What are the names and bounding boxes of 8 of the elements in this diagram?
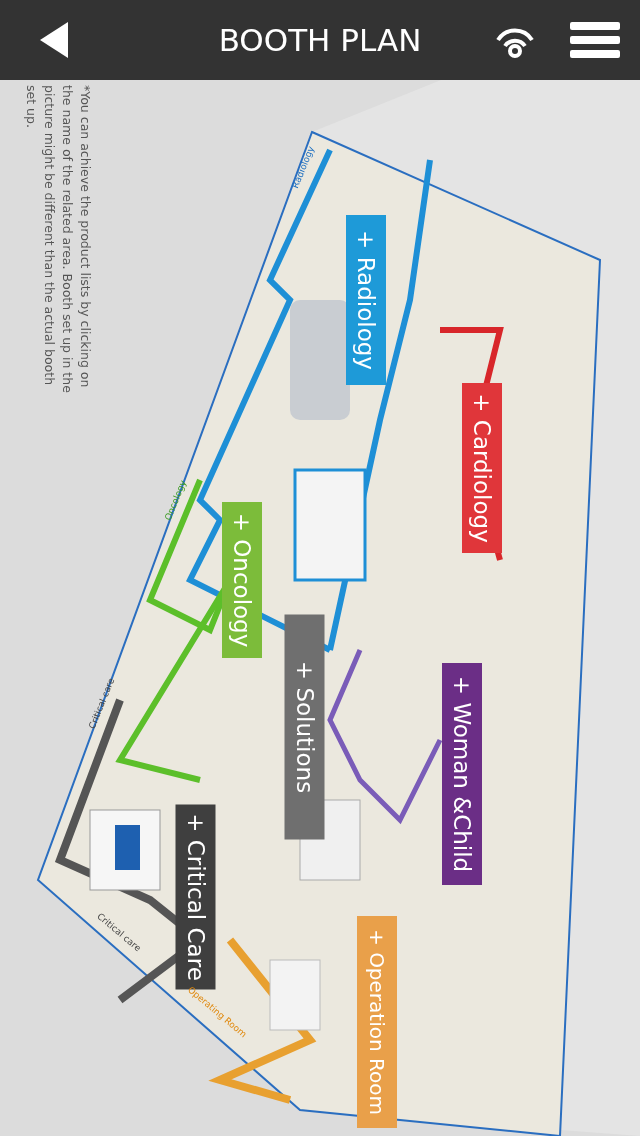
area-button: + Oncology bbox=[222, 502, 262, 658]
screen-title: BOOTH PLAN bbox=[217, 21, 423, 60]
area-button: + Radiology bbox=[346, 215, 386, 385]
area-button: + Solutions bbox=[284, 614, 324, 840]
area-button: + Cardiology bbox=[462, 383, 502, 553]
area-button: + Woman &Child bbox=[442, 663, 482, 885]
area-button: + Operation Room bbox=[357, 916, 397, 1128]
note-text: *You can achieve the product lists by clicking on the name of the related area. Booth set up in the picture might be different than the actual booth set up. bbox=[23, 85, 94, 395]
